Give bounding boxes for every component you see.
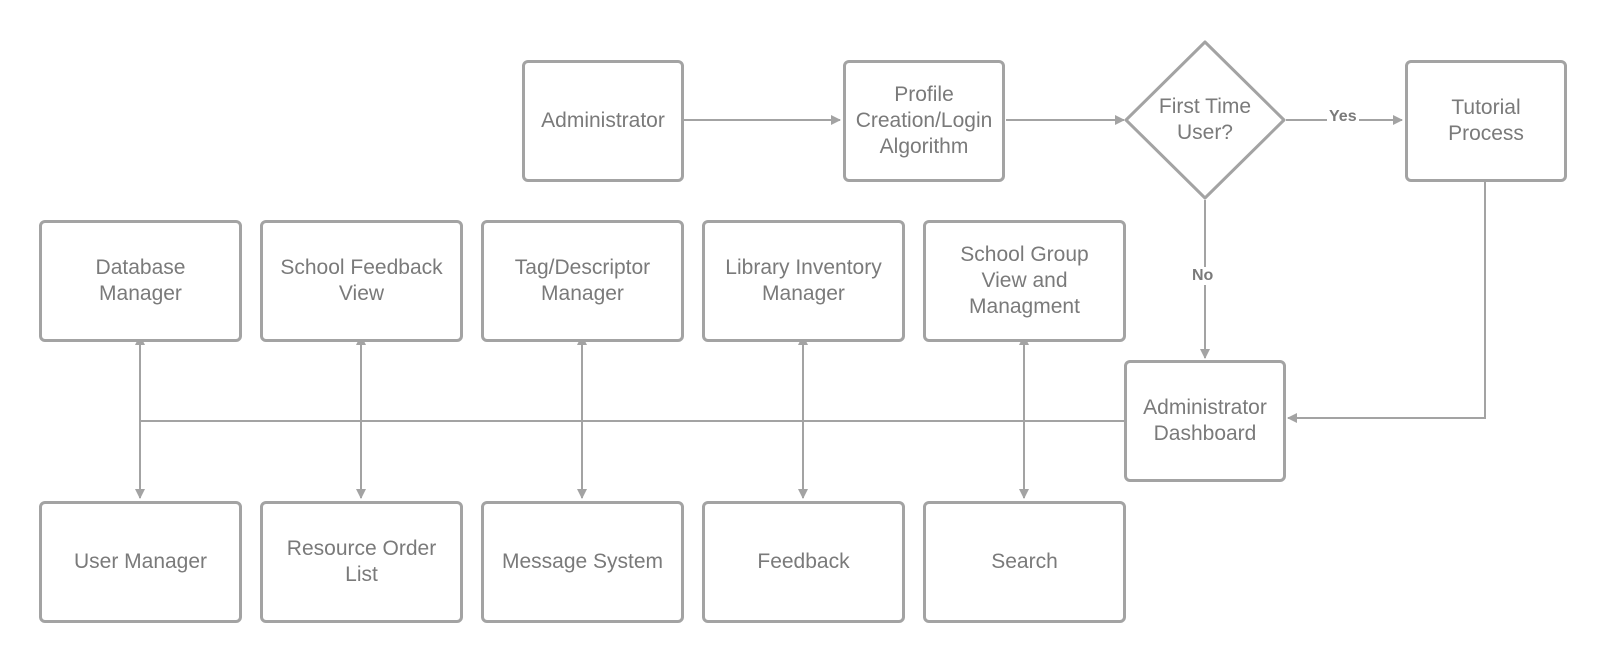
edge-tutorial-to-dashboard — [1287, 182, 1486, 423]
search-node: Search — [923, 501, 1126, 623]
database-manager-label: Database Manager — [95, 256, 186, 305]
edge-label-no: No — [1190, 267, 1216, 285]
first-time-user-decision: First Time User? — [1140, 80, 1270, 160]
decision-diamond-shape — [1124, 40, 1286, 200]
administrator-dashboard-node: Administrator Dashboard — [1124, 360, 1286, 482]
resource-order-list-node: Resource Order List — [260, 501, 463, 623]
user-manager-label: User Manager — [73, 550, 208, 573]
administrator-label: Administrator — [541, 109, 665, 132]
search-label: Search — [991, 550, 1058, 573]
administrator-node: Administrator — [522, 60, 684, 182]
tag-descriptor-manager-node: Tag/Descriptor Manager — [481, 220, 684, 342]
feedback-label: Feedback — [757, 550, 850, 573]
resource-order-list-label: Resource Order List — [286, 537, 437, 586]
tag-descriptor-manager-label: Tag/Descriptor Manager — [514, 256, 651, 305]
first-time-user-label: First Time User? — [1158, 95, 1252, 144]
edge-label-yes: Yes — [1327, 108, 1359, 126]
administrator-dashboard-label: Administrator Dashboard — [1143, 396, 1267, 445]
message-system-label: Message System — [501, 550, 664, 573]
library-inventory-manager-node: Library Inventory Manager — [702, 220, 905, 342]
profile-creation-label: Profile Creation/Login Algorithm — [855, 83, 993, 158]
message-system-node: Message System — [481, 501, 684, 623]
feedback-node: Feedback — [702, 501, 905, 623]
database-manager-node: Database Manager — [39, 220, 242, 342]
tutorial-process-label: Tutorial Process — [1448, 96, 1524, 145]
school-feedback-view-label: School Feedback View — [280, 256, 443, 305]
profile-creation-node: Profile Creation/Login Algorithm — [843, 60, 1005, 182]
school-group-node: School Group View and Managment — [923, 220, 1126, 342]
tutorial-process-node: Tutorial Process — [1405, 60, 1567, 182]
library-inventory-manager-label: Library Inventory Manager — [725, 256, 882, 305]
school-feedback-view-node: School Feedback View — [260, 220, 463, 342]
user-manager-node: User Manager — [39, 501, 242, 623]
school-group-label: School Group View and Managment — [960, 243, 1089, 318]
